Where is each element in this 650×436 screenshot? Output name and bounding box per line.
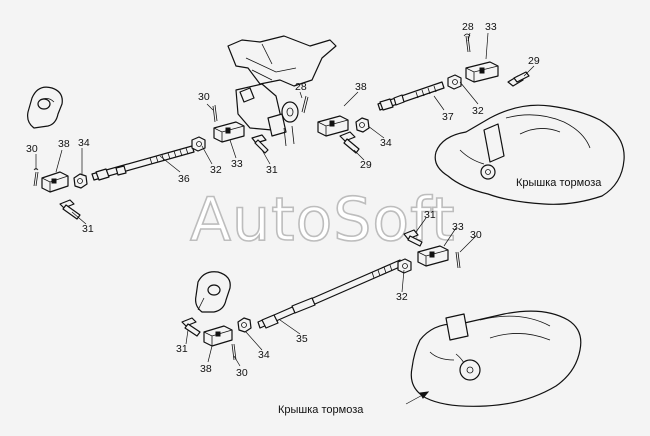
- upper-mid-bolt-29: [339, 131, 360, 154]
- callout-38: 38: [200, 363, 212, 375]
- callout-33: 33: [231, 158, 243, 170]
- callout-37: 37: [442, 111, 454, 123]
- callout-33: 33: [452, 221, 464, 233]
- upper-left-clevis-bracket: [27, 86, 63, 129]
- callout-numbers: 28 33 29 30 28 38 37 32 30 38 34 33 32 3…: [26, 21, 540, 379]
- callout-31: 31: [176, 343, 188, 355]
- callout-29: 29: [528, 55, 540, 67]
- callout-35: 35: [296, 333, 308, 345]
- callout-31: 31: [424, 209, 436, 221]
- lower-caption-arrowhead: [419, 391, 430, 399]
- upper-mid-nut-32: [191, 136, 206, 152]
- upper-rod-36: [91, 145, 195, 181]
- callout-33: 33: [485, 21, 497, 33]
- lower-nut-34: [237, 317, 252, 333]
- upper-mid-cotter-pin-30: [212, 104, 218, 123]
- callout-31: 31: [266, 164, 278, 176]
- lower-clevis-38: [203, 325, 233, 347]
- upper-mid-nut-34: [355, 117, 370, 133]
- lower-right-cotter-pin-30: [455, 251, 461, 269]
- upper-right-nut-32: [447, 74, 462, 90]
- watermark: AutoSoft: [190, 185, 456, 255]
- upper-clevis-38: [317, 115, 349, 137]
- lower-top-bolt-31: [403, 229, 423, 247]
- lower-left-bracket: [195, 271, 231, 313]
- upper-rod-37: [377, 81, 445, 111]
- callout-30: 30: [26, 143, 38, 155]
- upper-left-clevis-38: [41, 171, 69, 193]
- leader-lines: [35, 32, 535, 367]
- callout-32: 32: [396, 291, 408, 303]
- callout-30: 30: [236, 367, 248, 379]
- lower-bolt-31: [181, 317, 201, 337]
- callout-31: 31: [82, 223, 94, 235]
- lower-cotter-pin-30: [231, 343, 237, 361]
- lower-brake-cover: [410, 310, 582, 407]
- callout-28: 28: [295, 81, 307, 93]
- upper-mid-cotter-pin-28: [301, 95, 309, 114]
- callout-34: 34: [380, 137, 392, 149]
- callout-38: 38: [58, 138, 70, 150]
- callout-29: 29: [360, 159, 372, 171]
- callout-38: 38: [355, 81, 367, 93]
- callout-32: 32: [210, 164, 222, 176]
- upper-right-clevis-33: [465, 61, 499, 83]
- lower-nut-32: [397, 258, 412, 274]
- callout-32: 32: [472, 105, 484, 117]
- callout-34: 34: [78, 137, 90, 149]
- callout-30: 30: [470, 229, 482, 241]
- callout-34: 34: [258, 349, 270, 361]
- upper-left-cotter-pin-30: [33, 168, 39, 187]
- upper-left-nut-34: [73, 173, 88, 189]
- upper-mid-bolt-31: [251, 134, 269, 154]
- upper-brake-cover-caption: Крышка тормоза: [516, 177, 602, 189]
- central-bracket: [227, 35, 337, 147]
- upper-mid-clevis-33: [213, 121, 245, 143]
- upper-brake-cover: [434, 104, 625, 205]
- lower-clevis-33: [417, 245, 449, 267]
- callout-30: 30: [198, 91, 210, 103]
- callout-28: 28: [462, 21, 474, 33]
- lower-brake-cover-caption: Крышка тормоза: [278, 404, 364, 416]
- callout-36: 36: [178, 173, 190, 185]
- lower-rod-35: [257, 259, 403, 329]
